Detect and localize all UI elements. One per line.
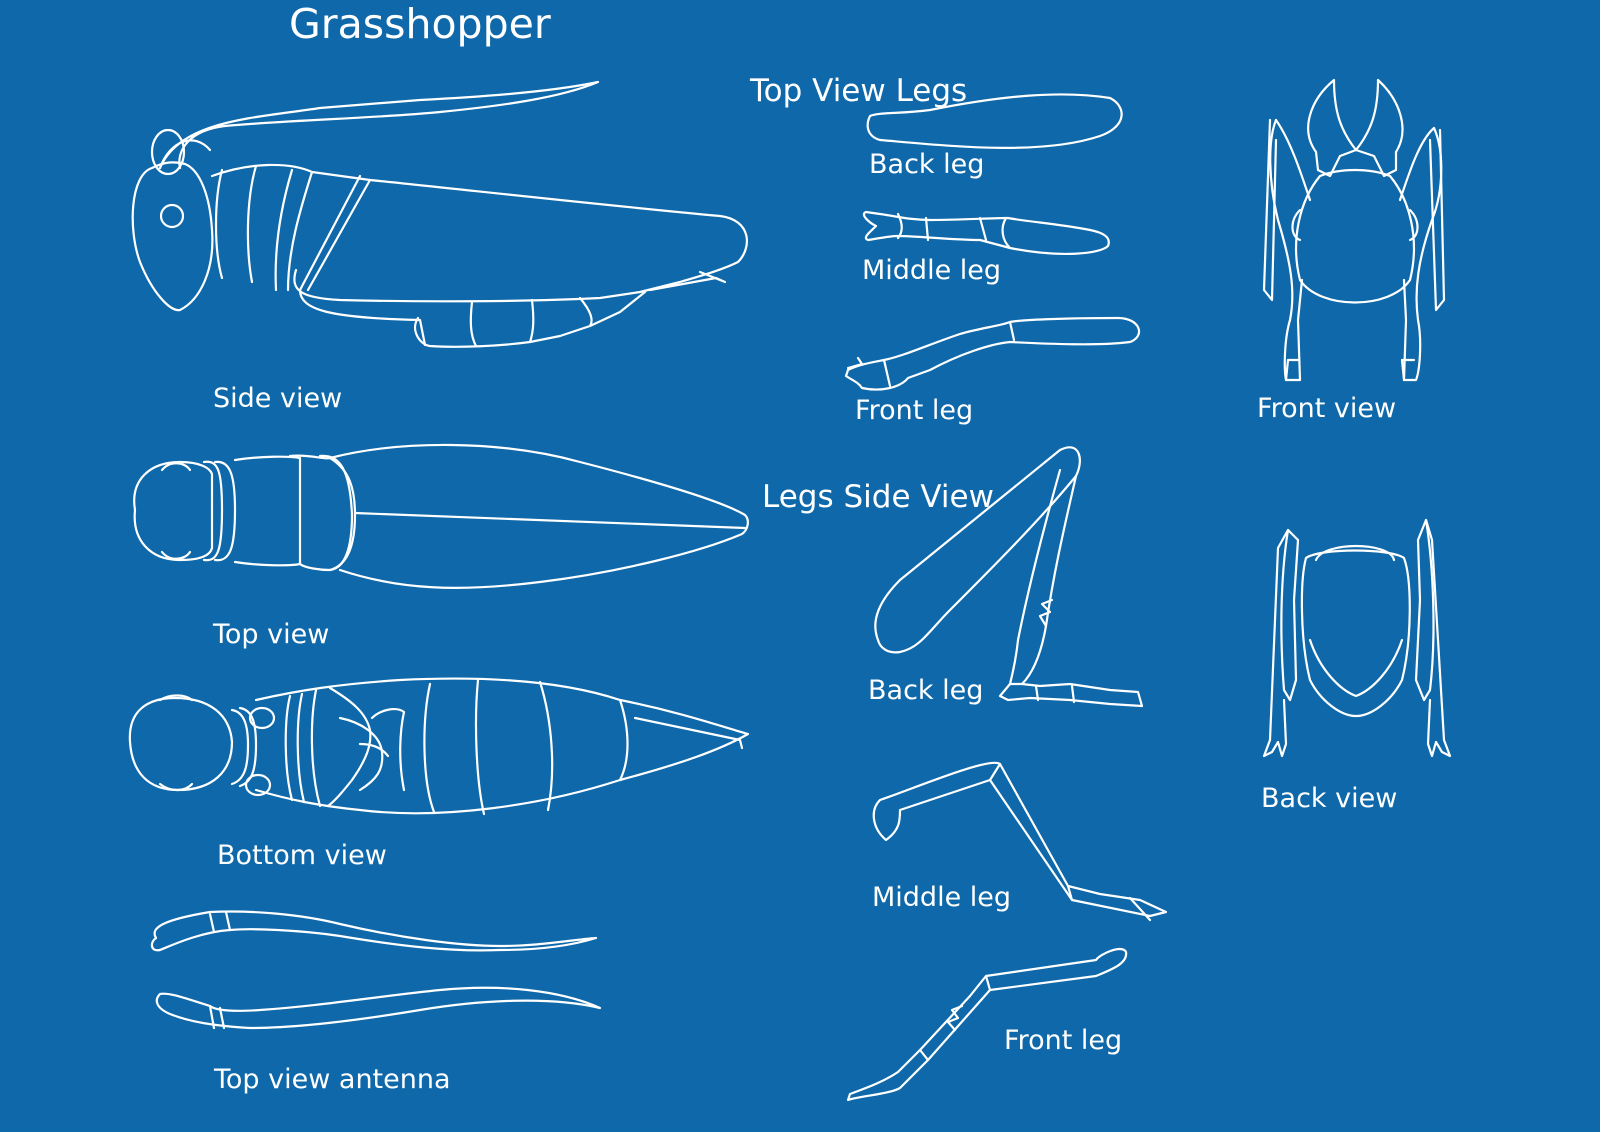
top-front-leg-label: Front leg xyxy=(855,395,974,426)
front-view-drawing xyxy=(1262,78,1446,382)
top-middle-leg-label: Middle leg xyxy=(862,255,1002,286)
top-view-drawing xyxy=(133,443,749,589)
top-view-legs-drawing xyxy=(844,93,1141,391)
side-view-label: Side view xyxy=(213,383,343,414)
back-view-drawing xyxy=(1262,518,1452,758)
back-view-label: Back view xyxy=(1261,783,1398,814)
side-front-leg-label: Front leg xyxy=(1004,1025,1123,1056)
top-back-leg-label: Back leg xyxy=(869,149,985,180)
antenna-drawing xyxy=(150,910,602,1030)
top-view-label: Top view xyxy=(213,619,330,650)
bottom-view-drawing xyxy=(128,677,750,816)
top-view-legs-heading: Top View Legs xyxy=(750,73,968,109)
front-view-label: Front view xyxy=(1257,393,1397,424)
side-view-drawing xyxy=(131,80,748,348)
top-view-antenna-label: Top view antenna xyxy=(214,1064,451,1095)
bottom-view-label: Bottom view xyxy=(217,840,387,871)
legs-side-view-heading: Legs Side View xyxy=(762,479,994,515)
side-middle-leg-label: Middle leg xyxy=(872,882,1012,913)
diagram-title: Grasshopper xyxy=(289,0,551,48)
legs-side-view-drawing xyxy=(846,446,1168,1102)
side-back-leg-label: Back leg xyxy=(868,675,984,706)
